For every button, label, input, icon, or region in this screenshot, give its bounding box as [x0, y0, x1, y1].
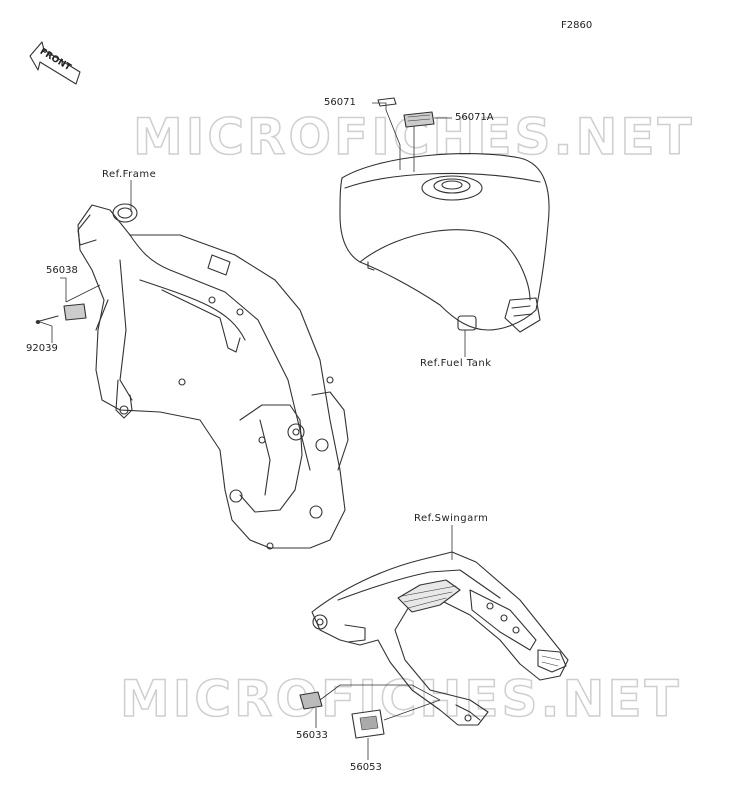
part-number-56038: 56038	[46, 265, 78, 276]
watermark-bottom: MICROFICHES.NET	[119, 669, 682, 729]
ref-swingarm-label: Ref.Swingarm	[414, 513, 489, 524]
ref-frame-label: Ref.Frame	[102, 169, 157, 180]
part-number-92039: 92039	[26, 343, 58, 354]
frame-drawing	[77, 203, 349, 550]
fuel-tank-drawing	[339, 97, 550, 333]
part-number-56033: 56033	[296, 730, 328, 741]
frame-sticker-drawing	[35, 303, 87, 325]
ref-fuel-tank-label: Ref.Fuel Tank	[420, 358, 492, 369]
part-number-56053: 56053	[350, 762, 382, 773]
leader-lines	[39, 102, 466, 760]
part-number-56071a: 56071A	[455, 112, 494, 123]
figure-code: F2860	[561, 20, 593, 31]
swingarm-drawing	[299, 551, 569, 739]
part-number-56071: 56071	[324, 97, 356, 108]
front-arrow-icon	[29, 41, 81, 85]
